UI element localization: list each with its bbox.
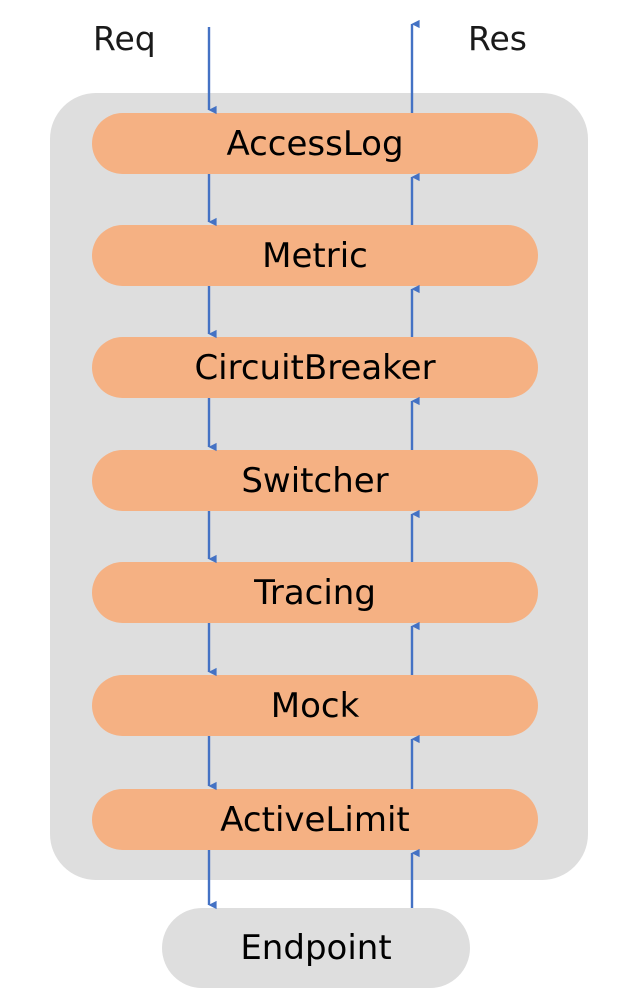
- endpoint-label: Endpoint: [240, 928, 392, 968]
- filter-pill-accesslog[interactable]: AccessLog: [92, 113, 538, 174]
- filter-label: CircuitBreaker: [194, 347, 436, 388]
- filter-label: Tracing: [254, 572, 376, 613]
- filter-pill-mock[interactable]: Mock: [92, 675, 538, 736]
- filter-pill-metric[interactable]: Metric: [92, 225, 538, 286]
- filter-label: ActiveLimit: [220, 799, 410, 840]
- filter-pill-tracing[interactable]: Tracing: [92, 562, 538, 623]
- filter-label: AccessLog: [226, 123, 404, 164]
- filter-pill-switcher[interactable]: Switcher: [92, 450, 538, 511]
- request-label: Req: [93, 19, 156, 58]
- response-label: Res: [468, 19, 527, 58]
- filter-label: Metric: [262, 235, 368, 276]
- filter-pill-circuitbreaker[interactable]: CircuitBreaker: [92, 337, 538, 398]
- filter-label: Switcher: [241, 460, 389, 501]
- filter-label: Mock: [270, 685, 360, 726]
- filter-pill-activelimit[interactable]: ActiveLimit: [92, 789, 538, 850]
- endpoint-node[interactable]: Endpoint: [162, 908, 470, 988]
